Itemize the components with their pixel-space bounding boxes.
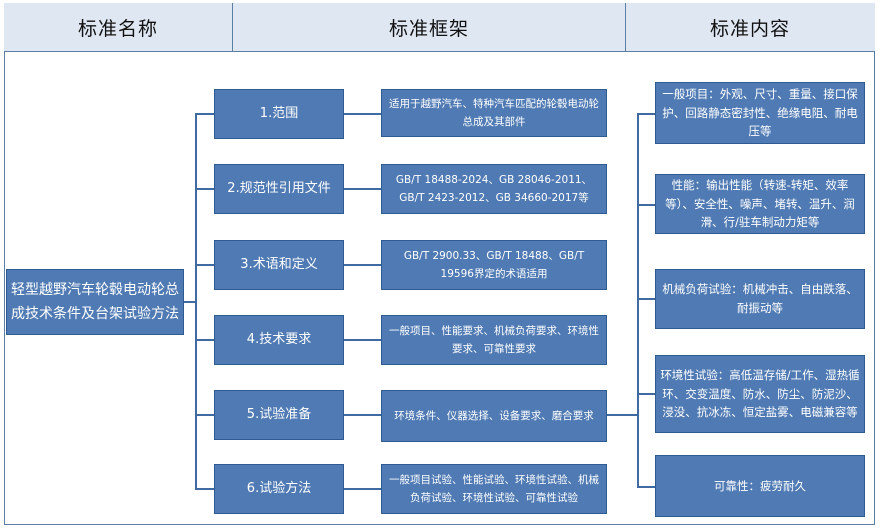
- header-divider: [625, 3, 626, 51]
- framework-item-test-preparation: 5.试验准备: [214, 390, 344, 440]
- connector-line: [195, 264, 214, 266]
- connector-line: [344, 339, 381, 341]
- header-divider: [232, 3, 233, 51]
- framework-item-normative-references: 2.规范性引用文件: [214, 164, 344, 214]
- content-general-items: 一般项目：外观、尺寸、重量、接口保护、回路静态密封性、绝缘电阻、耐电压等: [655, 82, 865, 144]
- connector-line: [195, 339, 214, 341]
- framework-desc-test-methods: 一般项目试验、性能试验、环境性试验、机械负荷试验、环境性试验、可靠性试验: [381, 464, 607, 514]
- connector-line: [607, 414, 639, 416]
- framework-desc-technical-requirements: 一般项目、性能要求、机械负荷要求、环境性要求、可靠性要求: [381, 315, 607, 365]
- framework-desc-normative-references: GB/T 18488-2024、GB 28046-2011、GB/T 2423-…: [381, 164, 607, 214]
- connector-line: [344, 414, 381, 416]
- header-standard-framework: 标准框架: [388, 17, 469, 40]
- framework-desc-test-preparation: 环境条件、仪器选择、设备要求、磨合要求: [381, 390, 607, 442]
- framework-item-technical-requirements: 4.技术要求: [214, 315, 344, 365]
- content-reliability: 可靠性：疲劳耐久: [655, 455, 865, 517]
- framework-item-scope: 1.范围: [214, 89, 344, 139]
- connector-line: [195, 188, 214, 190]
- header-standard-content: 标准内容: [709, 17, 790, 40]
- connector-line: [344, 488, 381, 490]
- connector-line: [637, 113, 639, 488]
- connector-line: [637, 393, 655, 395]
- framework-item-test-methods: 6.试验方法: [214, 464, 344, 514]
- connector-line: [195, 113, 214, 115]
- connector-line: [195, 113, 197, 490]
- connector-line: [637, 298, 655, 300]
- standard-name-box: 轻型越野汽车轮毂电动轮总成技术条件及台架试验方法: [6, 269, 184, 335]
- connector-line: [195, 488, 214, 490]
- connector-line: [637, 204, 655, 206]
- table-header: 标准名称 标准框架 标准内容: [4, 3, 875, 52]
- framework-desc-terms-definitions: GB/T 2900.33、GB/T 18488、GB/T 19596界定的术语适…: [381, 240, 607, 290]
- framework-desc-scope: 适用于越野汽车、特种汽车匹配的轮毂电动轮总成及其部件: [381, 89, 607, 137]
- connector-line: [637, 486, 655, 488]
- content-environmental-test: 环境性试验：高低温存储/工作、湿热循环、交变温度、防水、防尘、防泥沙、浸没、抗冰…: [655, 355, 865, 433]
- connector-line: [637, 113, 655, 115]
- header-standard-name: 标准名称: [77, 17, 158, 40]
- connector-line: [344, 113, 381, 115]
- content-performance: 性能：输出性能（转速-转矩、效率等）、安全性、噪声、堵转、温升、润滑、行/驻车制…: [655, 174, 865, 234]
- connector-line: [344, 188, 381, 190]
- connector-line: [184, 301, 196, 303]
- content-mechanical-load-test: 机械负荷试验：机械冲击、自由跌落、耐振动等: [655, 269, 865, 329]
- connector-line: [344, 264, 381, 266]
- connector-line: [195, 414, 214, 416]
- framework-item-terms-definitions: 3.术语和定义: [214, 240, 344, 290]
